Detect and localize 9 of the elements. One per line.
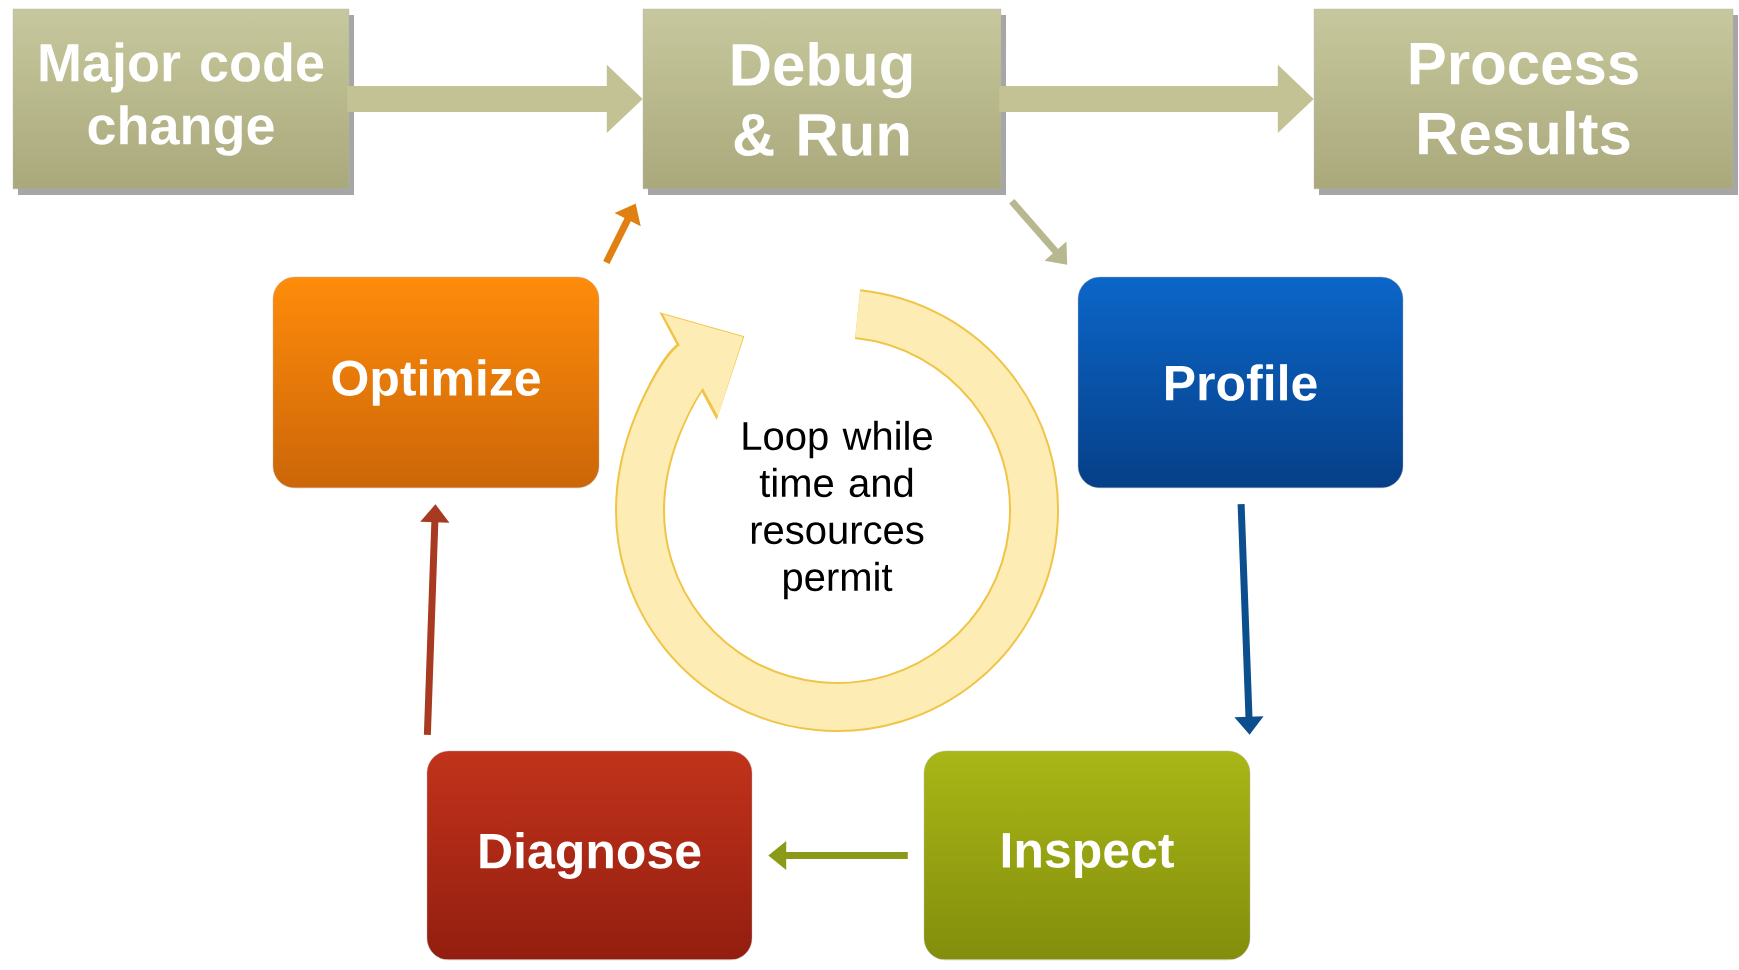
stage-box: Debug & Run	[642, 8, 1006, 195]
node-label: Loop while time and resources permit	[743, 420, 932, 600]
step-box: Inspect	[923, 750, 1251, 961]
step-box: Diagnose	[426, 750, 753, 961]
stage-box: Major code change	[12, 8, 354, 195]
step-box: Optimize	[272, 276, 600, 489]
step-box: Profile	[1077, 276, 1404, 489]
arrow	[1009, 198, 1068, 265]
stage-box: Process Results	[1313, 8, 1738, 195]
